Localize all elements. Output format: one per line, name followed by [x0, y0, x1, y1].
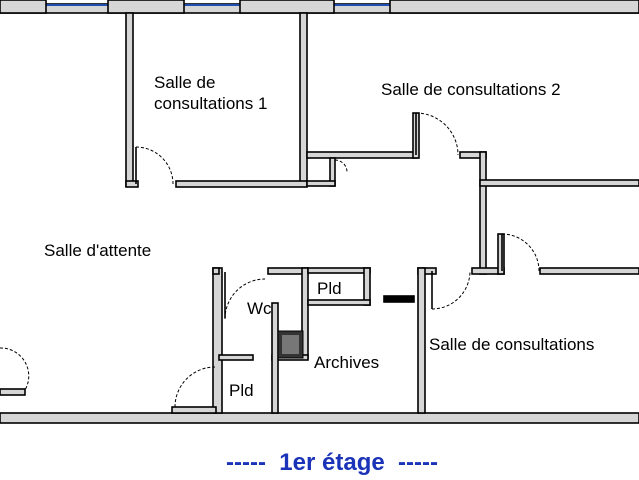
label-pld-top: Pld — [317, 279, 342, 298]
wall — [212, 267, 223, 414]
wall — [417, 267, 426, 414]
wall — [539, 267, 639, 275]
door-swing — [0, 347, 30, 391]
floor-title: ----- 1er étage ----- — [226, 449, 438, 476]
label-consult-3: Salle de consultations — [429, 335, 594, 354]
door-swing — [431, 270, 471, 310]
wall — [271, 302, 279, 414]
wall-pier — [389, 0, 639, 14]
wall-pier — [107, 0, 185, 14]
label-pld-bottom: Pld — [229, 381, 254, 400]
wall — [212, 267, 220, 275]
wall — [383, 295, 415, 303]
wall — [125, 12, 134, 187]
wall — [479, 151, 487, 275]
wall — [307, 299, 371, 306]
wall-pier — [0, 0, 47, 14]
label-consult-2: Salle de consultations 2 — [381, 80, 561, 99]
wall — [307, 267, 371, 274]
door-swing — [501, 233, 540, 272]
wall — [306, 151, 418, 159]
wall — [171, 406, 217, 414]
wall — [306, 180, 336, 187]
wall — [497, 233, 505, 275]
wall — [218, 354, 254, 361]
wall — [299, 12, 308, 187]
label-waiting-room: Salle d'attente — [44, 241, 151, 260]
label-consult-1-line2: consultations 1 — [154, 94, 267, 113]
wall — [125, 180, 139, 188]
door-swing — [135, 146, 174, 185]
wall — [479, 179, 639, 187]
door-swing — [334, 159, 348, 173]
wall — [0, 388, 26, 396]
door-swing — [174, 366, 216, 408]
label-wc: Wc — [247, 299, 272, 318]
wall-bottom — [0, 412, 639, 424]
wall-pier — [239, 0, 335, 14]
door-swing — [415, 112, 459, 156]
archive-shelf-inner — [282, 335, 299, 354]
label-consult-1-line1: Salle de — [154, 73, 215, 92]
label-archives: Archives — [314, 353, 379, 372]
wall — [175, 180, 308, 188]
